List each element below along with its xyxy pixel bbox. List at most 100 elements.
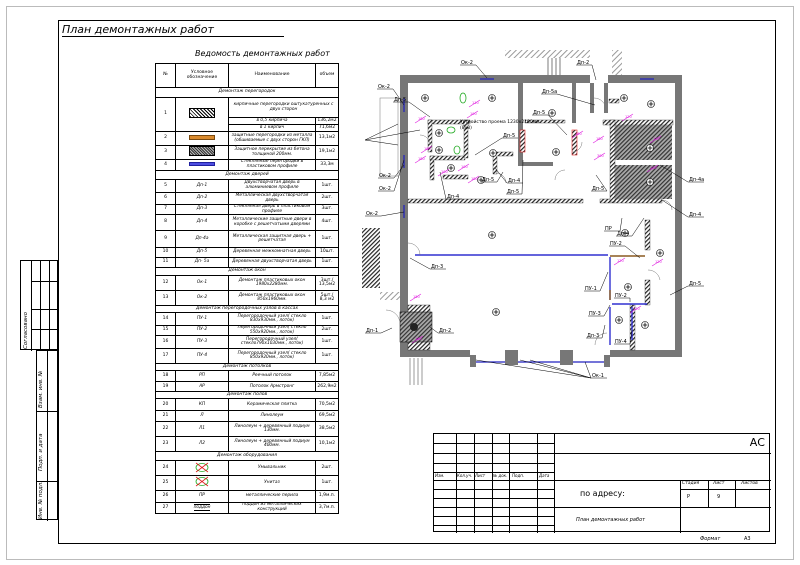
dimension-value: 120 xyxy=(633,307,640,311)
dimension-mark: 190 xyxy=(466,110,479,119)
dimension-value: 120 xyxy=(655,260,662,264)
callout-label: Дп-5 xyxy=(503,133,515,139)
title-block-line xyxy=(537,434,538,533)
plan-callout: Дп-5а xyxy=(541,89,596,106)
concrete-ceiling xyxy=(615,125,672,160)
revision-column-label: Подп. xyxy=(512,473,525,478)
callout-label: Ок-1 xyxy=(592,373,604,379)
callout-label: Дп-5 xyxy=(507,189,519,195)
dimension-mark: 180 xyxy=(414,115,427,124)
callout-label: Дп-5 xyxy=(689,281,701,287)
title-block-line xyxy=(434,507,554,508)
symbol-code: Дп- 5а xyxy=(194,259,210,265)
dimension-mark: 100 xyxy=(457,163,470,172)
door-swings xyxy=(385,97,673,346)
opening-note-size: (8х8) xyxy=(460,125,472,131)
title-block-line xyxy=(680,489,771,490)
item-volume: 2шт. xyxy=(315,192,339,205)
dimension-mark: 300 xyxy=(593,152,606,161)
plan-callout: Дп-4 xyxy=(616,217,645,237)
dimension-mark: 100 xyxy=(437,168,450,177)
title-block-line xyxy=(434,498,554,499)
room-markers xyxy=(421,94,664,329)
plan-callout: ПР xyxy=(604,217,623,232)
row-number: 27 xyxy=(155,501,176,514)
callout-label: Ок-2 xyxy=(379,186,391,192)
plan-callouts: Ок-2Ок-2Ок-2Ок-2Дп-2Дп-5аДп-5Дп-5Дп-5Дп-… xyxy=(364,60,704,379)
callout-label: ПУ-4 xyxy=(615,339,627,345)
callout-label: Дп-4 xyxy=(447,194,459,200)
symbol-code: Дп-4 xyxy=(196,219,208,225)
title-block-line xyxy=(434,480,554,481)
callout-label: ПУ-3 xyxy=(589,311,601,317)
plan-callout: ПУ-3 xyxy=(588,304,611,317)
blue-swatch-icon xyxy=(189,161,215,166)
room-marker-icon xyxy=(641,321,649,329)
dimension-value: 190 xyxy=(470,112,477,116)
callout-label: Дп-2 xyxy=(577,60,589,66)
dimension-mark: 180 xyxy=(467,175,480,184)
dimension-mark: 150 xyxy=(571,130,584,139)
plan-callout: Дп-4 xyxy=(439,171,462,200)
side-stair xyxy=(379,97,399,177)
callout-label: ПУ-1 xyxy=(585,286,597,292)
plan-callout: Ок-2 xyxy=(365,211,405,217)
symbol-code: ПР xyxy=(199,493,205,499)
new-opening-right xyxy=(571,129,578,156)
room-marker-icon xyxy=(624,283,632,291)
door-leaders xyxy=(364,123,421,146)
plan-callout: Дп-3 xyxy=(409,257,446,270)
approval-stamp: Взам. инв. № Подп. и дата Инв. № подл. xyxy=(36,350,59,521)
dimension-mark: 150 xyxy=(409,293,422,302)
symbol-code: Дп-3 xyxy=(196,206,208,212)
callout-label: Дп-2 xyxy=(439,328,451,334)
callout-label: Дп-1 xyxy=(366,328,378,334)
symbol-code: Дп-5 xyxy=(196,249,208,255)
format-value: А3 xyxy=(744,536,751,542)
callout-label: Дп-3 xyxy=(431,264,443,270)
symbol-code: Л xyxy=(200,413,204,419)
callout-label: Дп-4 xyxy=(689,212,701,218)
callout-label: Дп-5 xyxy=(592,186,604,192)
agreed-stamp: Согласовано xyxy=(20,260,59,351)
room-marker-icon xyxy=(621,229,629,237)
revision-column-label: Лист xyxy=(475,473,486,478)
title-block-line xyxy=(434,453,554,454)
new-opening-left xyxy=(519,129,526,153)
plan-callout: Ок-1 xyxy=(519,359,607,379)
room-marker-icon xyxy=(435,129,443,137)
dimension-value: 110 xyxy=(472,101,479,105)
item-volume: 33,3м xyxy=(315,159,339,171)
dimension-mark: 120 xyxy=(646,164,659,173)
dimension-value: 120 xyxy=(653,137,660,141)
dimension-value: 120 xyxy=(617,259,624,263)
plan-callout: Дп-4 xyxy=(494,167,523,184)
revision-column-label: Кол.уч. xyxy=(457,473,473,478)
callout-label: Дп-5 xyxy=(533,110,545,116)
drawing-frame xyxy=(58,20,776,544)
room-marker-icon xyxy=(447,164,455,172)
window-leaders xyxy=(475,359,592,379)
callout-label: Дп-5 xyxy=(482,177,494,183)
plan-callout: Ок-2 xyxy=(460,60,488,79)
plan-callout: ПУ-4 xyxy=(614,329,633,345)
sheets-label: Листов xyxy=(741,481,758,486)
title-block-line xyxy=(434,472,554,473)
item-name: кирпичные перегородки оштукатуренных с д… xyxy=(228,97,339,118)
callout-label: ПР xyxy=(605,226,612,232)
room-marker-icon xyxy=(489,149,497,157)
dimension-value: 180 xyxy=(471,177,478,181)
column-header: Условное обозначение xyxy=(175,63,229,88)
windows xyxy=(403,78,654,363)
plan-callout: Дп-2 xyxy=(576,60,597,81)
column-header: объем xyxy=(315,63,339,88)
title-block-line xyxy=(554,453,771,454)
